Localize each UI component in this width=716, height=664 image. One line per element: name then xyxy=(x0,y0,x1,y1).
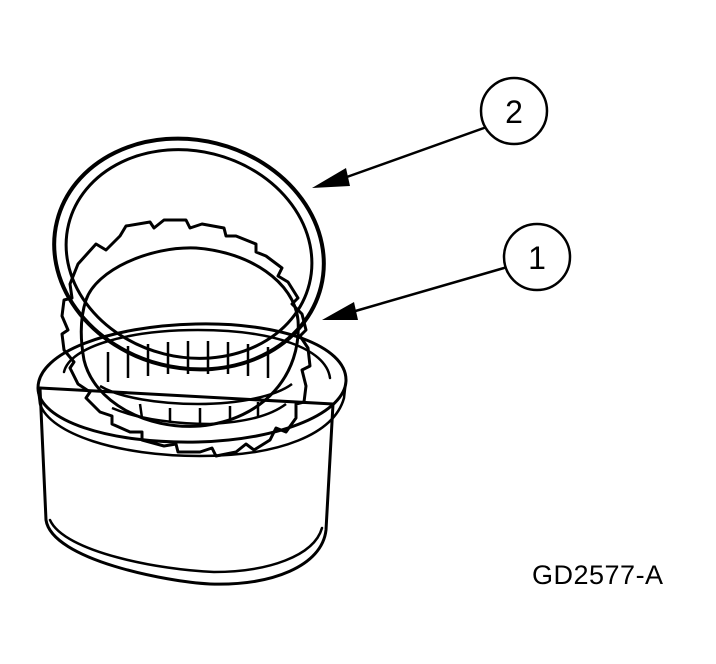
callout-2: 2 xyxy=(312,76,549,188)
callout-1: 1 xyxy=(322,222,572,320)
splined-clutch-plate xyxy=(60,218,312,458)
callout-2-label: 2 xyxy=(505,94,523,130)
callout-1-label: 1 xyxy=(528,240,546,276)
callout-1-arrowhead xyxy=(322,302,358,320)
callout-2-arrowhead xyxy=(312,168,350,188)
seal-ring xyxy=(52,136,326,372)
figure-code-label: GD2577-A xyxy=(532,560,664,590)
